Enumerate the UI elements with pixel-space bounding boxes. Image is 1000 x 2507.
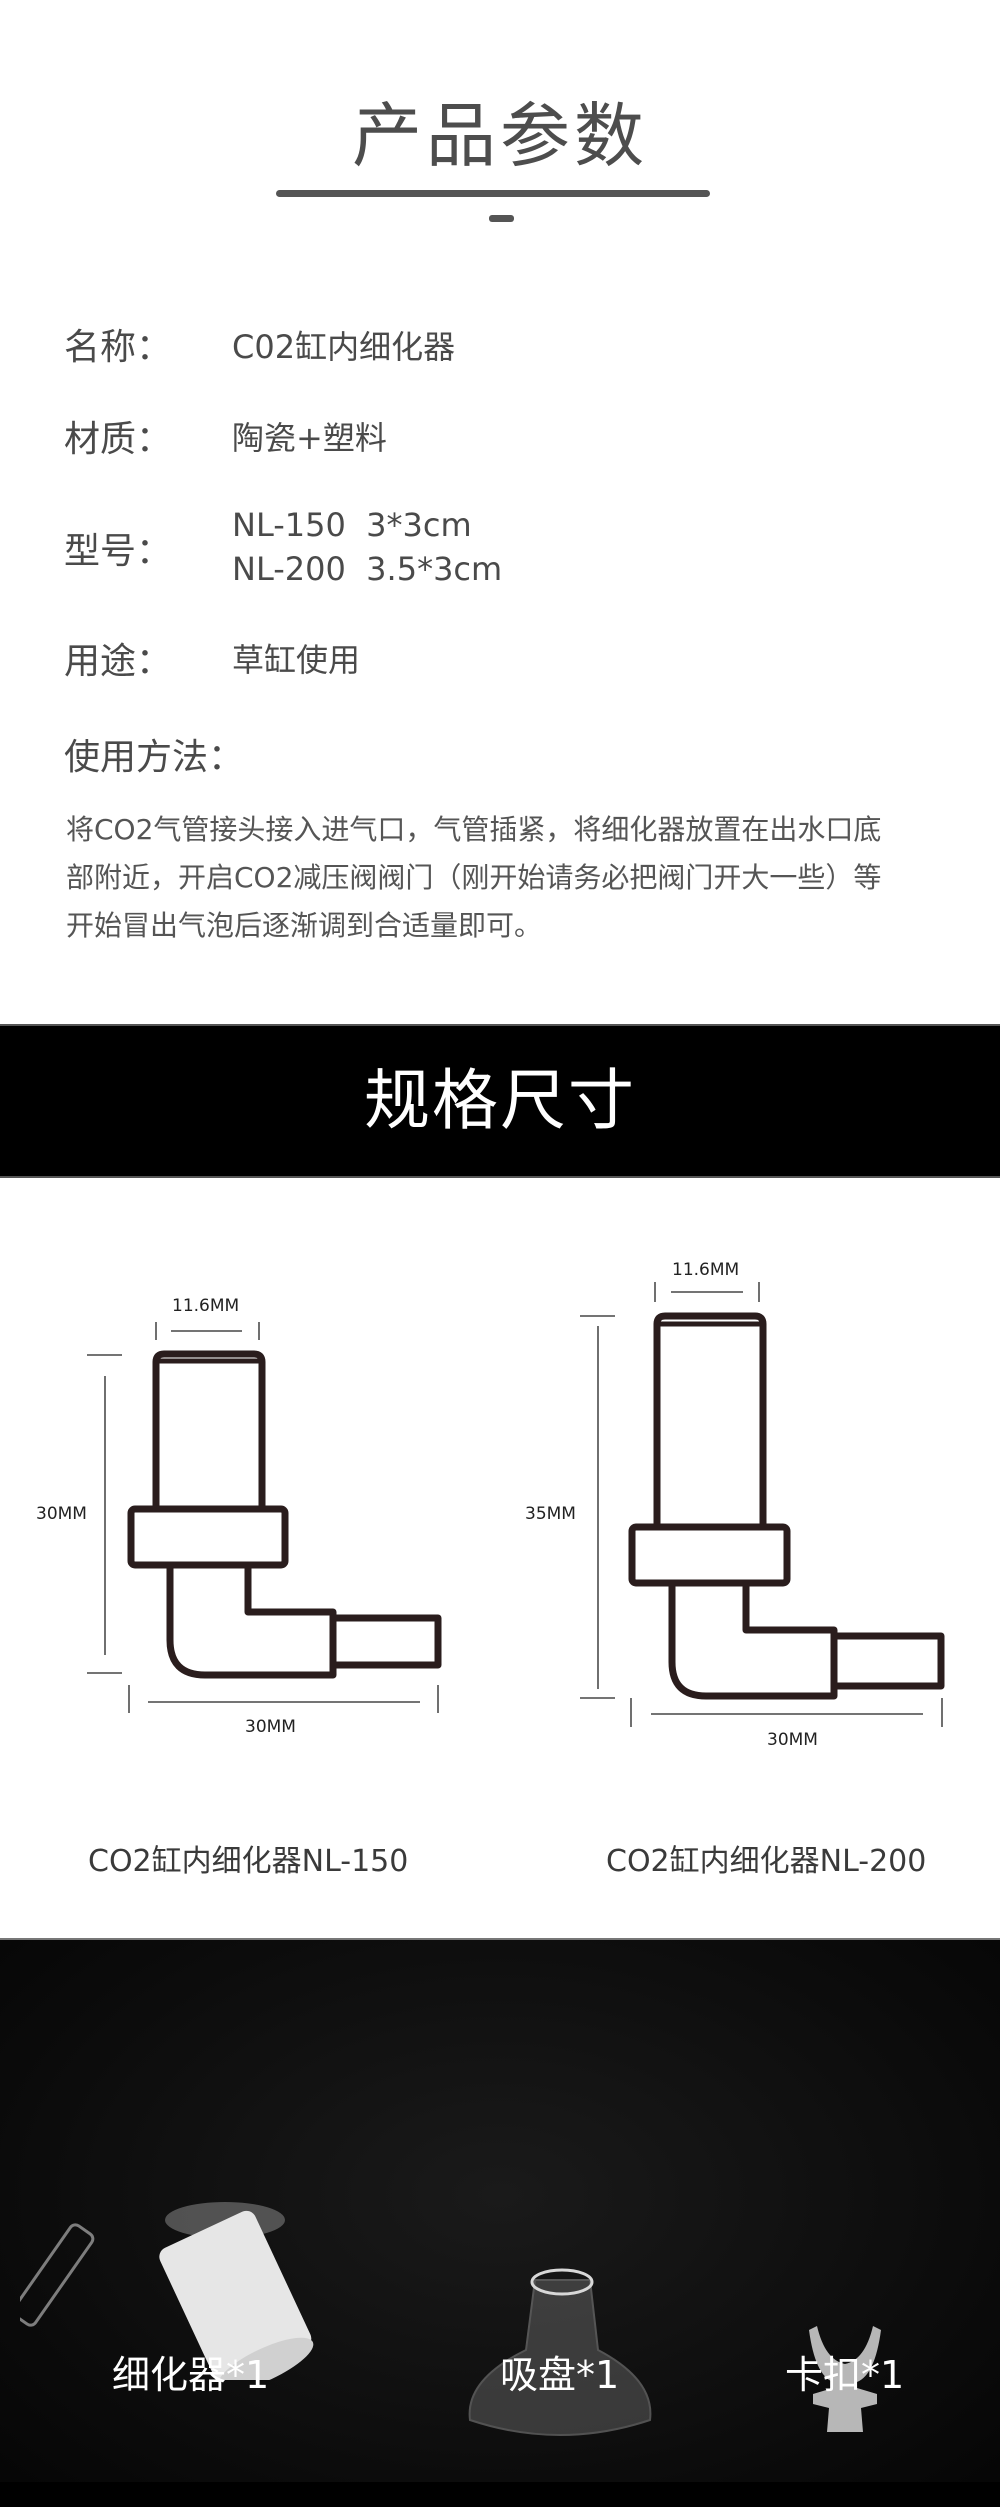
param-label-usage: 用途： <box>64 641 173 682</box>
page-title: 产品参数 <box>352 95 648 177</box>
usage-line: 开始冒出气泡后逐渐调到合适量即可。 <box>66 909 543 942</box>
param-value-usage: 草缸使用 <box>232 641 361 679</box>
param-value-material: 陶瓷+塑料 <box>232 419 387 457</box>
caption-nl150: CO2缸内细化器NL-150 <box>88 1844 409 1879</box>
diagram-nl200: 11.6MM 35MM 30MM <box>500 1230 1000 1790</box>
clip-icon <box>809 2326 881 2432</box>
param-value-name: C02缸内细化器 <box>232 328 456 366</box>
usage-paragraph: 将CO2气管接头接入进气口，气管插紧，将细化器放置在出水口底 部附近，开启CO2… <box>66 806 946 950</box>
usage-line: 部附近，开启CO2减压阀阀门（刚开始请务必把阀门开大一些）等 <box>66 861 882 894</box>
package-item-diffuser: 细化器*1 <box>112 2353 270 2397</box>
caption-nl200: CO2缸内细化器NL-200 <box>606 1844 927 1879</box>
package-item-clip: 卡扣*1 <box>785 2353 905 2397</box>
param-value-model-2: NL-200 3.5*3cm <box>232 550 503 588</box>
diffuser-outline-icon <box>580 1282 945 1727</box>
title-dash <box>489 215 514 222</box>
param-label-material: 材质： <box>64 419 173 460</box>
dim-width-label: 11.6MM <box>672 1260 740 1280</box>
param-label-model: 型号： <box>64 531 173 572</box>
diffuser-icon <box>20 2202 314 2380</box>
dim-height-label: 30MM <box>36 1504 87 1524</box>
dim-length-label: 30MM <box>767 1730 818 1750</box>
bottom-strip <box>0 2482 1000 2507</box>
usage-line: 将CO2气管接头接入进气口，气管插紧，将细化器放置在出水口底 <box>66 813 882 846</box>
title-underline <box>276 190 710 197</box>
dim-width-label: 11.6MM <box>172 1296 240 1316</box>
diagram-nl150: 11.6MM 30MM 30MM <box>0 1230 500 1790</box>
param-value-model-1: NL-150 3*3cm <box>232 506 472 544</box>
diffuser-outline-icon <box>87 1322 442 1713</box>
param-label-name: 名称： <box>64 327 173 368</box>
dim-length-label: 30MM <box>245 1717 296 1737</box>
spec-banner <box>0 1024 1000 1178</box>
usage-heading: 使用方法： <box>64 737 245 778</box>
suction-cup-icon <box>468 2268 652 2436</box>
package-item-suction-cup: 吸盘*1 <box>500 2353 620 2397</box>
spec-banner-title: 规格尺寸 <box>364 1062 636 1139</box>
dim-height-label: 35MM <box>525 1504 576 1524</box>
